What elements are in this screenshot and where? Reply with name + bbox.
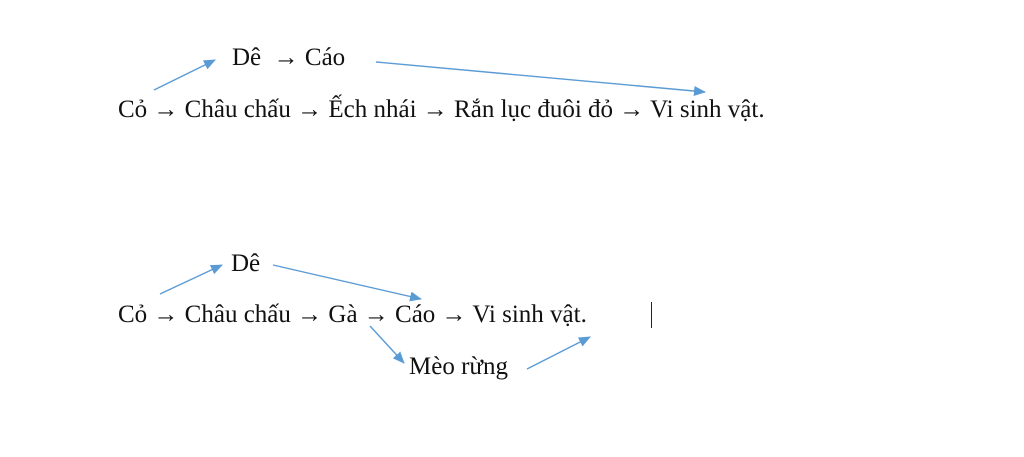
arrow-meorung-to-visinhvat xyxy=(526,336,591,370)
text-cursor xyxy=(651,302,652,328)
diagram1-upper-text: Dê → Cáo xyxy=(232,44,346,71)
arrow-de-to-cao-2 xyxy=(272,264,422,302)
arrow-co-to-de-1 xyxy=(153,59,216,91)
diagram2-lower-text: Mèo rừng xyxy=(409,353,508,380)
diagram1-chain-text: Cỏ → Châu chấu → Ếch nhái → Rắn lục đuôi… xyxy=(118,96,765,123)
arrow-cao-to-visinhvat-1 xyxy=(375,61,706,96)
diagram2-upper-text: Dê xyxy=(231,250,261,277)
arrow-co-to-de-2 xyxy=(159,264,223,295)
diagram2-chain-text: Cỏ → Châu chấu → Gà → Cáo → Vi sinh vật. xyxy=(118,301,587,328)
arrow-ga-to-meorung xyxy=(369,325,405,364)
